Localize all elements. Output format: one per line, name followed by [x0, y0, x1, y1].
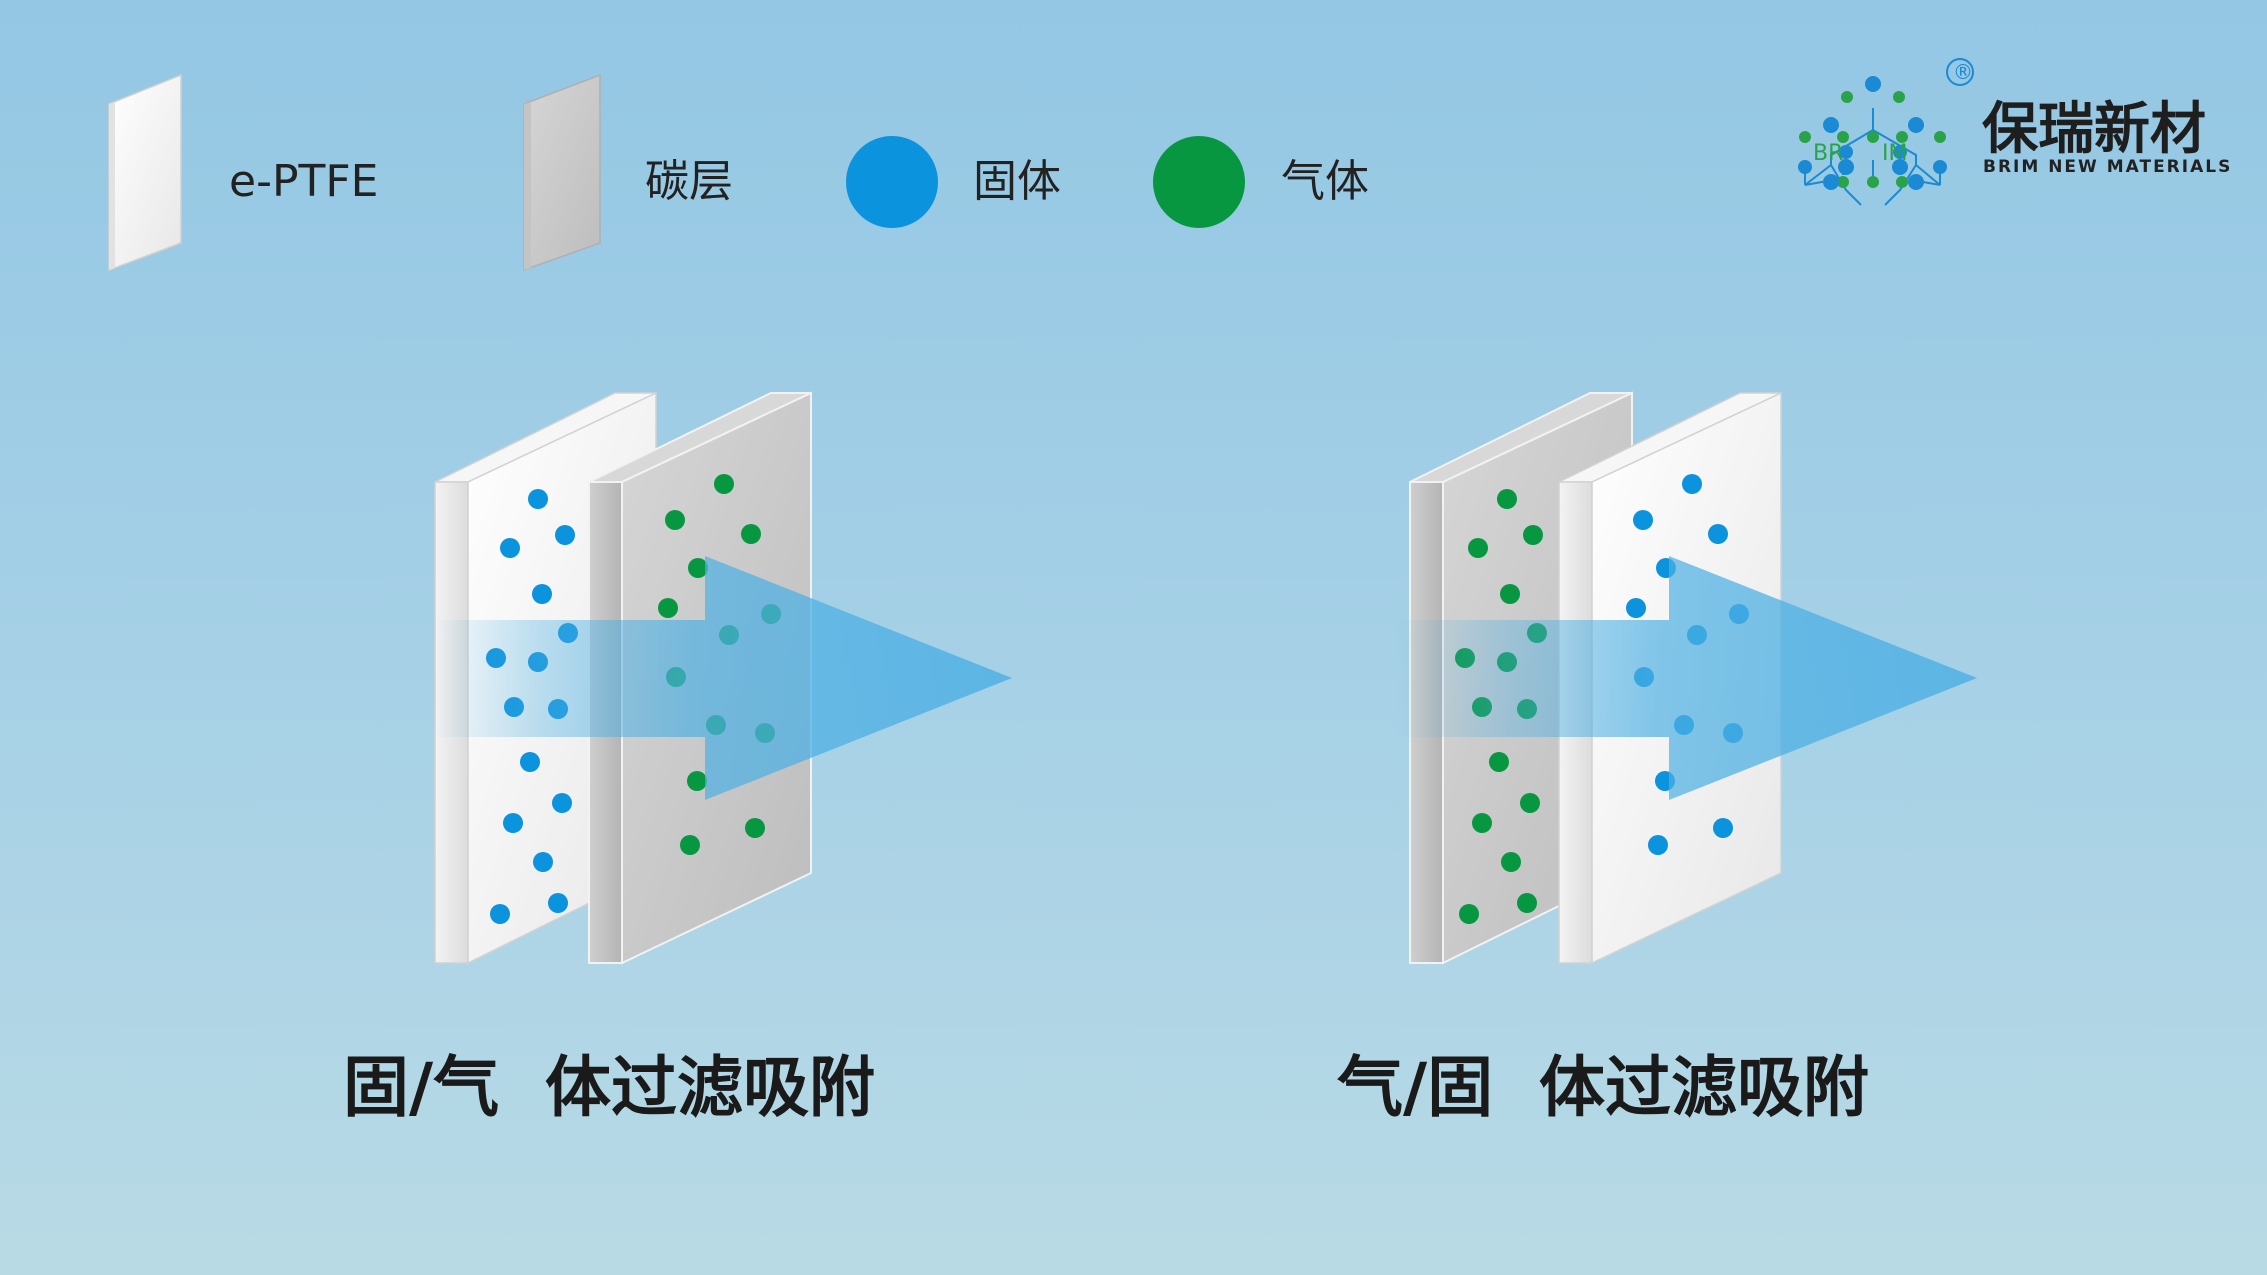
- flow-arrow: [432, 556, 1012, 800]
- eptfe-swatch: [108, 73, 182, 272]
- legend-gas-label: 气体: [1281, 156, 1369, 207]
- brand-name-en: BRIM NEW MATERIALS: [1983, 157, 2232, 177]
- legend-carbon-label: 碳层: [645, 156, 733, 207]
- registered-mark-ring: [1946, 58, 1974, 86]
- logo-letters-right: IM: [1882, 141, 1907, 166]
- brand-logo: BR IM ® 保瑞新材 BRIM NEW MATERIALS: [1798, 58, 2232, 206]
- diagram-solid-gas: [432, 391, 1012, 965]
- title-gas-solid: 气/固 体过滤吸附: [1337, 1049, 1869, 1126]
- gas-particle-swatch: [1153, 136, 1245, 228]
- title-solid-gas: 固/气 体过滤吸附: [343, 1049, 875, 1126]
- legend-solid-label: 固体: [973, 156, 1061, 207]
- brand-name-cn: 保瑞新材: [1982, 97, 2206, 162]
- carbon-swatch: [523, 73, 601, 272]
- flow-arrow: [1395, 556, 1977, 800]
- molecule-nodes: [1798, 76, 1947, 190]
- legend: e-PTFE 碳层 固体 气体: [108, 73, 1369, 272]
- legend-eptfe-label: e-PTFE: [229, 156, 378, 207]
- logo-letters-left: BR: [1813, 141, 1843, 166]
- solid-particle-swatch: [846, 136, 938, 228]
- diagram-gas-solid: [1395, 391, 1977, 965]
- registered-mark: ®: [1953, 60, 1973, 84]
